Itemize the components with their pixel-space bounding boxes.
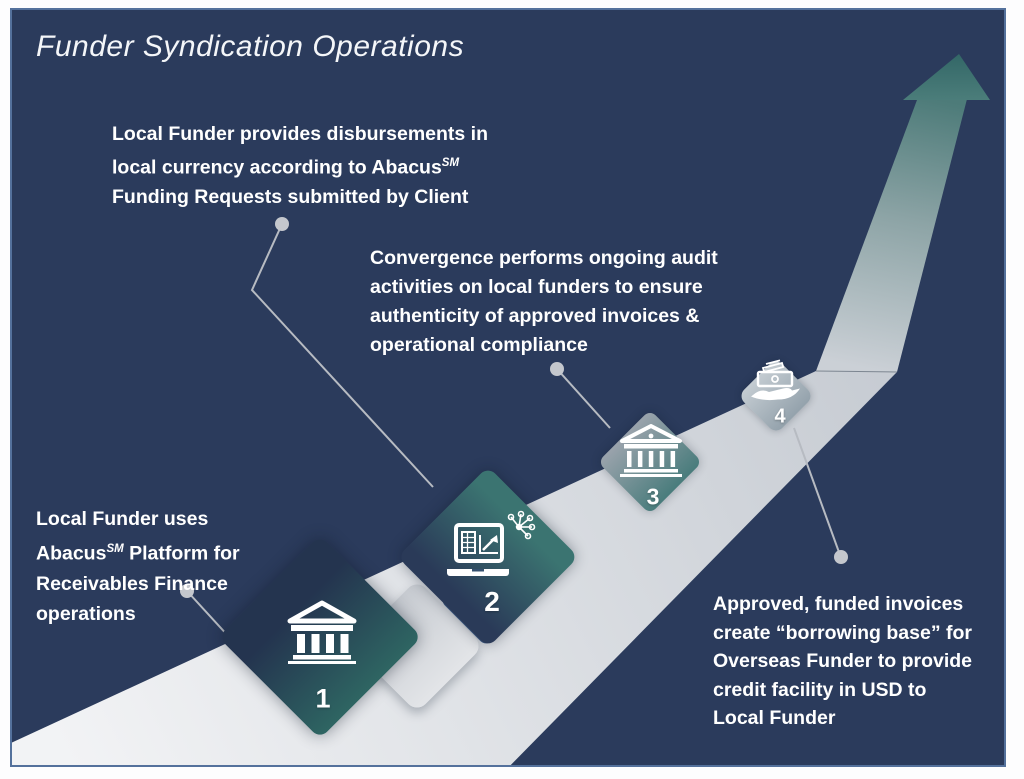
step-number-1: 1 [315, 683, 331, 714]
annotation-line: authenticity of approved invoices & [370, 305, 700, 327]
annotation-platform: Local Funder uses AbacusSM Platform for … [36, 504, 286, 629]
growth-arrow-shaft [816, 99, 967, 372]
connector-disbursements-to-step2 [250, 217, 434, 488]
annotation-line: Funding Requests submitted by Client [112, 185, 469, 208]
connector-step4-to-borrowing-base [793, 427, 848, 564]
annotation-line: AbacusSM Platform for [36, 542, 240, 565]
annotation-line: Overseas Funder to provide [713, 650, 972, 672]
cash-in-hand-icon [751, 359, 800, 401]
connector-platform-to-step1 [180, 584, 231, 639]
annotation-line: Local Funder [713, 707, 836, 729]
slide-title: Funder Syndication Operations [36, 30, 465, 63]
annotation-audit: Convergence performs ongoing audit activ… [370, 244, 770, 360]
annotation-borrowing-base: Approved, funded invoices create “borrow… [713, 590, 993, 733]
annotation-line: credit facility in USD to [713, 678, 927, 701]
annotation-line: Local Funder uses [36, 508, 209, 530]
annotation-line: Local Funder provides disbursements in [112, 123, 488, 145]
connector-audit-to-step3 [550, 362, 611, 429]
network-icon [507, 510, 536, 540]
step-number-2: 2 [484, 586, 500, 617]
annotation-line: create “borrowing base” for [713, 621, 972, 644]
annotation-line: Receivables Finance [36, 572, 228, 595]
slide-canvas: 1 2 3 4 Local Funder provides disburseme… [10, 8, 1006, 767]
annotation-line: Convergence performs ongoing audit [370, 247, 718, 269]
annotation-line: activities on local funders to ensure [370, 276, 703, 298]
step-number-3: 3 [646, 483, 660, 510]
annotation-line: local currency according to AbacusSM [112, 156, 460, 179]
bank-icon [287, 600, 357, 664]
bank-audit-icon [620, 424, 682, 477]
laptop-analytics-icon [447, 523, 509, 576]
growth-arrow-head [903, 54, 990, 100]
road-arrow-seam [815, 370, 898, 373]
annotation-line: operations [36, 602, 136, 625]
step-number-4: 4 [774, 405, 786, 428]
annotation-disbursements: Local Funder provides disbursements in l… [112, 120, 532, 212]
annotation-line: operational compliance [370, 334, 588, 356]
annotation-line: Approved, funded invoices [713, 593, 964, 615]
